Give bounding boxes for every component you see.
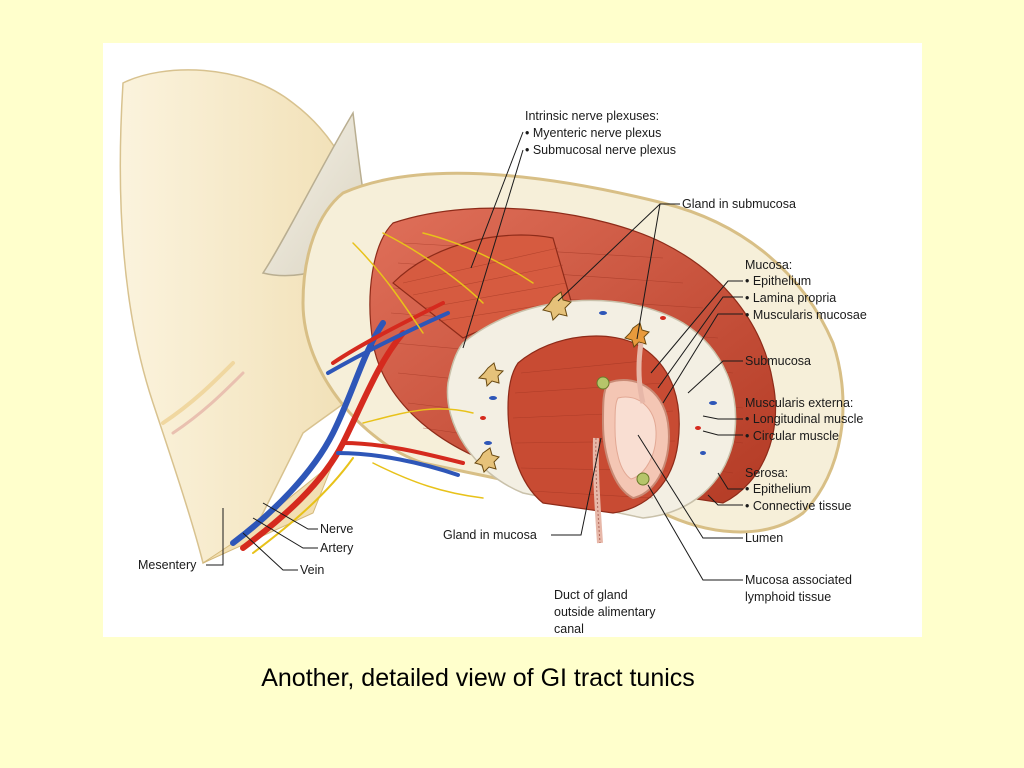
label-mucosa-epithelium: • Epithelium bbox=[745, 274, 811, 288]
gi-tract-illustration: Intrinsic nerve plexuses: • Myenteric ne… bbox=[103, 43, 922, 637]
label-submucosa: Submucosa bbox=[745, 354, 811, 368]
label-serosa-epithelium: • Epithelium bbox=[745, 482, 811, 496]
label-serosa: Serosa: bbox=[745, 466, 788, 480]
label-longitudinal-muscle: • Longitudinal muscle bbox=[745, 412, 863, 426]
label-myenteric-plexus: • Myenteric nerve plexus bbox=[525, 126, 661, 140]
label-gland-in-mucosa: Gland in mucosa bbox=[443, 528, 537, 542]
label-connective-tissue: • Connective tissue bbox=[745, 499, 852, 513]
leader-lines bbox=[206, 131, 743, 581]
label-circular-muscle: • Circular muscle bbox=[745, 429, 839, 443]
label-submucosal-plexus: • Submucosal nerve plexus bbox=[525, 143, 676, 157]
gi-tract-svg: Intrinsic nerve plexuses: • Myenteric ne… bbox=[119, 69, 867, 636]
label-malt-line2: lymphoid tissue bbox=[745, 590, 831, 604]
mucosa-cylinder bbox=[507, 335, 680, 514]
label-malt-line1: Mucosa associated bbox=[745, 573, 852, 587]
blood-vessels bbox=[161, 232, 534, 554]
gland-marks bbox=[474, 291, 650, 544]
slide-caption: Another, detailed view of GI tract tunic… bbox=[261, 664, 695, 692]
label-duct-line2: outside alimentary bbox=[554, 605, 656, 619]
label-lamina-propria: • Lamina propria bbox=[745, 291, 836, 305]
diagram-labels: Intrinsic nerve plexuses: • Myenteric ne… bbox=[138, 109, 867, 636]
label-duct-line1: Duct of gland bbox=[554, 588, 628, 602]
label-lumen: Lumen bbox=[745, 531, 783, 545]
label-intrinsic-nerve-plexuses: Intrinsic nerve plexuses: bbox=[525, 109, 659, 123]
label-duct-line3: canal bbox=[554, 622, 584, 636]
label-gland-in-submucosa: Gland in submucosa bbox=[682, 197, 796, 211]
label-muscularis-mucosae: • Muscularis mucosae bbox=[745, 308, 867, 322]
label-mucosa: Mucosa: bbox=[745, 258, 792, 272]
label-mesentery: Mesentery bbox=[138, 558, 197, 572]
label-nerve: Nerve bbox=[320, 522, 353, 536]
label-vein: Vein bbox=[300, 563, 324, 577]
label-artery: Artery bbox=[320, 541, 354, 555]
label-muscularis-externa: Muscularis externa: bbox=[745, 396, 853, 410]
